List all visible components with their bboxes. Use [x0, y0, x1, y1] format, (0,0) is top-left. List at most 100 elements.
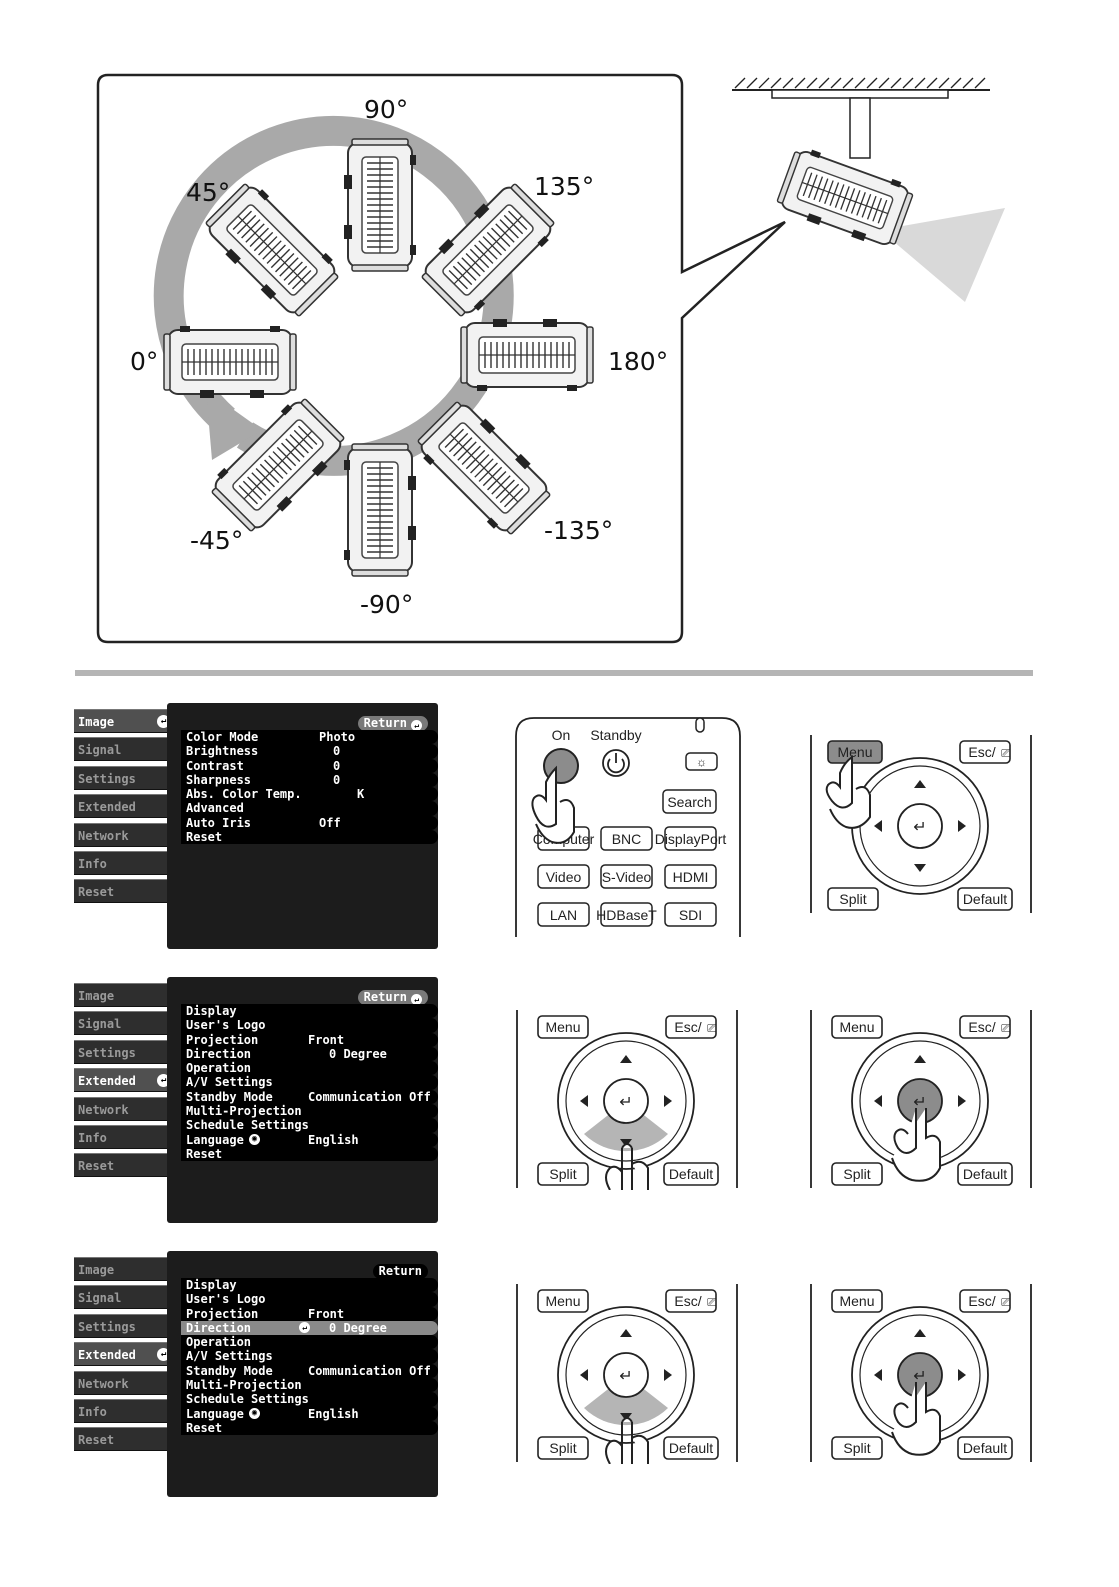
- split-button[interactable]: [827, 887, 879, 911]
- menu-row-users-logo[interactable]: User's Logo: [181, 1018, 438, 1033]
- source-button-bnc[interactable]: [600, 826, 653, 851]
- default-button[interactable]: [957, 887, 1013, 911]
- source-button-video[interactable]: [537, 864, 590, 889]
- menu-row-display[interactable]: Display: [181, 1278, 438, 1293]
- menu-row-reset[interactable]: Reset: [181, 1420, 438, 1436]
- esc-button[interactable]: [959, 1015, 1011, 1039]
- enter-button[interactable]: [603, 1352, 649, 1398]
- tab-network[interactable]: Network: [74, 1370, 170, 1395]
- default-button[interactable]: [663, 1436, 719, 1460]
- return-button[interactable]: Return↵: [357, 990, 428, 1005]
- menu-button[interactable]: [831, 1289, 883, 1313]
- enter-button[interactable]: [603, 1078, 649, 1124]
- tab-image[interactable]: Image↵: [74, 709, 174, 733]
- light-button[interactable]: [685, 752, 718, 771]
- menu-button[interactable]: [831, 1015, 883, 1039]
- return-button[interactable]: Return↵: [357, 716, 428, 731]
- tab-image[interactable]: Image: [74, 1257, 170, 1281]
- tab-info[interactable]: Info: [74, 1124, 170, 1149]
- split-button[interactable]: [537, 1162, 589, 1186]
- tab-signal[interactable]: Signal: [74, 1011, 170, 1036]
- menu-button[interactable]: [827, 740, 883, 764]
- tab-extended[interactable]: Extended: [74, 794, 170, 819]
- menu-row-operation[interactable]: Operation: [181, 1335, 438, 1350]
- tab-extended[interactable]: Extended↵: [74, 1342, 174, 1367]
- tab-extended[interactable]: Extended↵: [74, 1068, 174, 1093]
- esc-button[interactable]: [959, 740, 1011, 764]
- menu-button[interactable]: [537, 1015, 589, 1039]
- arrow-down-icon[interactable]: [620, 1139, 632, 1147]
- source-button-lan[interactable]: [537, 902, 590, 927]
- arrow-left-icon[interactable]: [580, 1369, 588, 1381]
- arrow-right-icon[interactable]: [958, 820, 966, 832]
- tab-reset[interactable]: Reset: [74, 879, 170, 904]
- menu-row-language[interactable]: Language◉English: [181, 1132, 438, 1147]
- arrow-up-icon[interactable]: [620, 1329, 632, 1337]
- arrow-left-icon[interactable]: [874, 1369, 882, 1381]
- arrow-right-icon[interactable]: [958, 1369, 966, 1381]
- menu-row-multi-projection[interactable]: Multi-Projection: [181, 1104, 438, 1119]
- split-button[interactable]: [831, 1162, 883, 1186]
- source-button-hdbaset[interactable]: [600, 902, 653, 927]
- esc-button[interactable]: [959, 1289, 1011, 1313]
- arrow-down-icon[interactable]: [620, 1413, 632, 1421]
- menu-row-users-logo[interactable]: User's Logo: [181, 1292, 438, 1307]
- enter-button[interactable]: [897, 803, 943, 849]
- tab-settings[interactable]: Settings: [74, 1313, 170, 1338]
- menu-row-av-settings[interactable]: A/V Settings: [181, 1075, 438, 1090]
- esc-button[interactable]: [665, 1289, 717, 1313]
- menu-button[interactable]: [537, 1289, 589, 1313]
- menu-row-reset[interactable]: Reset: [181, 830, 438, 845]
- return-button[interactable]: Return: [372, 1264, 428, 1279]
- arrow-up-icon[interactable]: [914, 780, 926, 788]
- menu-row-schedule-settings[interactable]: Schedule Settings: [181, 1392, 438, 1407]
- search-button[interactable]: [662, 789, 717, 814]
- menu-row-av-settings[interactable]: A/V Settings: [181, 1349, 438, 1364]
- default-button[interactable]: [957, 1436, 1013, 1460]
- tab-info[interactable]: Info: [74, 1398, 170, 1423]
- source-button-hdmi[interactable]: [664, 864, 717, 889]
- menu-row-reset[interactable]: Reset: [181, 1146, 438, 1162]
- tab-signal[interactable]: Signal: [74, 1285, 170, 1310]
- tab-settings[interactable]: Settings: [74, 765, 170, 790]
- arrow-right-icon[interactable]: [958, 1095, 966, 1107]
- split-button[interactable]: [831, 1436, 883, 1460]
- tab-reset[interactable]: Reset: [74, 1153, 170, 1178]
- arrow-right-icon[interactable]: [664, 1095, 672, 1107]
- arrow-left-icon[interactable]: [874, 1095, 882, 1107]
- menu-row-language[interactable]: Language◉English: [181, 1406, 438, 1421]
- source-button-displayport[interactable]: [664, 826, 717, 851]
- source-button-sdi[interactable]: [664, 902, 717, 927]
- source-button-s-video[interactable]: [600, 864, 653, 889]
- menu-row-schedule-settings[interactable]: Schedule Settings: [181, 1118, 438, 1133]
- tab-settings[interactable]: Settings: [74, 1039, 170, 1064]
- arrow-right-icon[interactable]: [664, 1369, 672, 1381]
- arrow-up-icon[interactable]: [620, 1055, 632, 1063]
- menu-row-multi-projection[interactable]: Multi-Projection: [181, 1378, 438, 1393]
- menu-row-display[interactable]: Display: [181, 1004, 438, 1019]
- tab-info[interactable]: Info: [74, 850, 170, 875]
- tab-image[interactable]: Image: [74, 983, 170, 1007]
- menu-row-abs-color-temp[interactable]: Abs. Color Temp.K: [181, 787, 438, 802]
- tab-network[interactable]: Network: [74, 1096, 170, 1121]
- menu-row-direction-selected[interactable]: Direction↵0 Degree: [181, 1320, 438, 1336]
- tab-signal[interactable]: Signal: [74, 737, 170, 762]
- menu-row-operation[interactable]: Operation: [181, 1061, 438, 1076]
- arrow-left-icon[interactable]: [874, 820, 882, 832]
- tab-network[interactable]: Network: [74, 822, 170, 847]
- arrow-left-icon[interactable]: [580, 1095, 588, 1107]
- arrow-up-icon[interactable]: [914, 1329, 926, 1337]
- split-button[interactable]: [537, 1436, 589, 1460]
- arrow-down-icon[interactable]: [914, 864, 926, 872]
- menu-row-advanced[interactable]: Advanced: [181, 801, 438, 816]
